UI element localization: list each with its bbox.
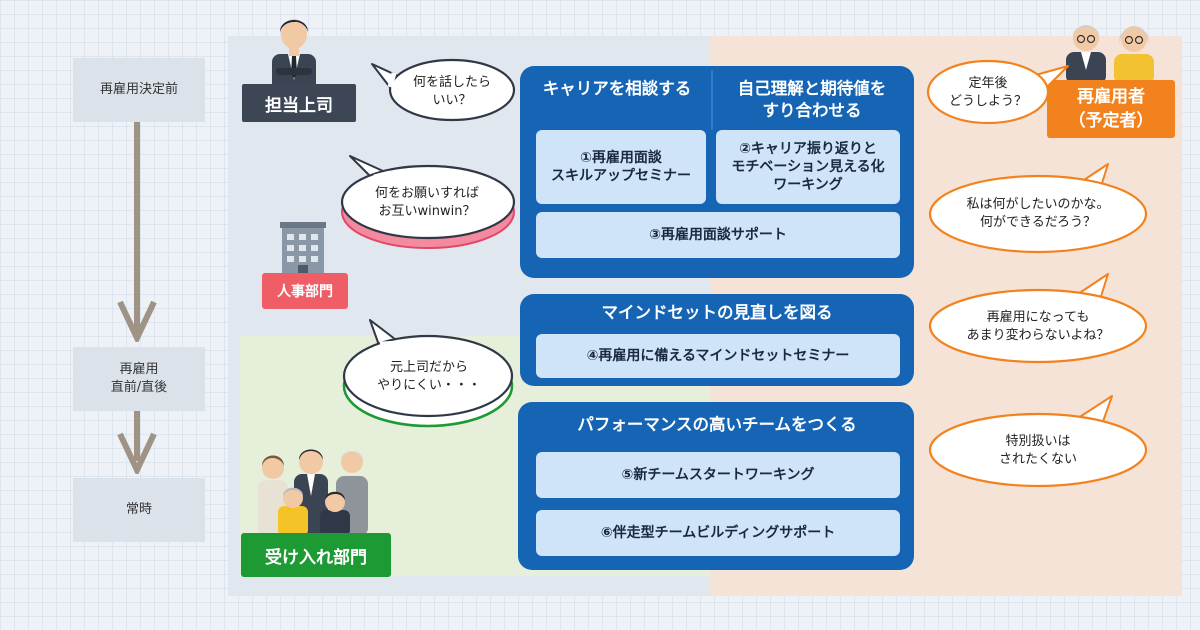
bubble-line: 定年後 [968, 76, 1008, 91]
bubble-line: 何ができるだろう？ [980, 215, 1096, 230]
speech-bubble-shape [340, 155, 516, 249]
bubble-line: されたくない [998, 452, 1077, 467]
bubble-line: お互いwinwin？ [378, 204, 476, 219]
bubble-retirement-text: 定年後 どうしよう？ [932, 68, 1044, 118]
reemployee-tag: 再雇用者 （予定者） [1047, 80, 1175, 138]
stage-label: 常時 [125, 502, 152, 517]
item-new-team-start-working: ⑤新チームスタートワーキング [536, 452, 900, 498]
item-mindset-seminar: ④再雇用に備えるマインドセットセミナー [536, 334, 900, 378]
office-building-icon [280, 222, 326, 274]
timeline-line [134, 411, 140, 461]
speech-bubble-shape [926, 59, 1069, 125]
timeline-arrow-icon [117, 300, 157, 342]
speech-bubble-shape [928, 395, 1148, 488]
speech-bubble-shape [371, 58, 516, 122]
senior-couple-icon [1066, 25, 1154, 84]
bubble-line: 特別扱いは [1005, 434, 1071, 449]
speech-bubble-shape [928, 163, 1148, 254]
item-interview-support: ③再雇用面談サポート [536, 212, 900, 258]
team-people-icon [258, 449, 368, 536]
stage-label: 直前/直後 [110, 380, 168, 395]
item-line: ①再雇用面談 [580, 150, 662, 166]
speech-bubble-shape [928, 273, 1148, 364]
stage-label: 再雇用 [119, 362, 159, 377]
tag-line: 再雇用者 [1077, 87, 1145, 107]
bubble-line: 元上司だから [389, 360, 468, 375]
receiving-dept-tag: 受け入れ部門 [241, 533, 391, 577]
self-understanding-title: 自己理解と期待値を すり合わせる [714, 78, 910, 124]
item-career-reflection-working: ②キャリア振り返りと モチベーション見える化 ワーキング [716, 130, 900, 204]
bubble-line: 再雇用になっても [986, 310, 1090, 325]
stage-label: 再雇用決定前 [99, 82, 178, 97]
timeline-arrow-icon [117, 432, 157, 474]
career-consult-title: キャリアを相談する [542, 79, 692, 98]
manager-tag: 担当上司 [242, 84, 356, 122]
bubble-line: どうしよう？ [948, 94, 1027, 109]
stage-before-decision: 再雇用決定前 [73, 58, 205, 122]
bubble-line: あまり変わらないよね？ [966, 328, 1110, 343]
block-divider [711, 70, 713, 130]
bubble-hr-text: 何をお願いすれば お互いwinwin？ [352, 178, 502, 228]
team-building-title: パフォーマンスの高いチームをつくる [577, 415, 857, 434]
bubble-manager-text: 何を話したら いい？ [392, 64, 512, 120]
tag-line: （予定者） [1068, 111, 1154, 131]
manager-person-icon [272, 19, 316, 92]
item-line: スキルアップセミナー [551, 168, 691, 184]
stage-just-before-after: 再雇用 直前/直後 [73, 347, 205, 411]
bubble-line: いい？ [432, 93, 472, 108]
bubble-what-to-do-text: 私は何がしたいのかな。 何ができるだろう？ [944, 190, 1132, 238]
title-line: 自己理解と期待値を [737, 79, 887, 98]
hr-dept-tag: 人事部門 [262, 273, 348, 309]
bubble-no-special-treatment-text: 特別扱いは されたくない [944, 428, 1132, 474]
item-reemployment-interview-seminar: ①再雇用面談 スキルアップセミナー [536, 130, 706, 204]
speech-bubble-shape [342, 319, 514, 428]
bubble-line: やりにくい・・・ [377, 378, 481, 393]
timeline-line [134, 122, 140, 332]
bubble-line: 何をお願いすれば [374, 186, 479, 201]
bubble-line: 何を話したら [412, 75, 491, 90]
item-line: ②キャリア振り返りと [739, 141, 877, 157]
bubble-line: 私は何がしたいのかな。 [966, 197, 1110, 212]
mindset-title: マインドセットの見直しを図る [601, 303, 833, 322]
item-team-building-support: ⑥伴走型チームビルディングサポート [536, 510, 900, 556]
stage-always: 常時 [73, 478, 205, 542]
title-line: すり合わせる [762, 101, 862, 120]
item-line: モチベーション見える化 [731, 159, 885, 175]
bubble-no-change-text: 再雇用になっても あまり変わらないよね？ [944, 304, 1132, 350]
item-line: ワーキング [773, 177, 843, 193]
bubble-receiving-text: 元上司だから やりにくい・・・ [356, 352, 502, 402]
